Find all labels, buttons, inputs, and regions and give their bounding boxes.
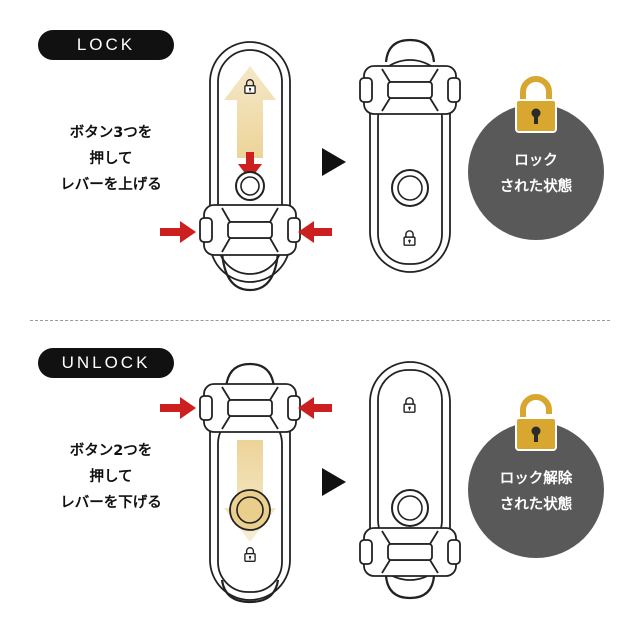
section-divider <box>30 320 610 321</box>
unlock-instruction-line-3: レバーを下げる <box>60 495 162 511</box>
unlock-instruction-line-1: ボタン2つを <box>69 443 153 459</box>
padlock-icon <box>515 76 557 133</box>
lock-instruction-line-1: ボタン3つを <box>69 125 153 141</box>
lock-instruction-line-3: レバーを上げる <box>60 177 162 193</box>
locked-state-line-2: された状態 <box>499 179 573 195</box>
unlock-instructions: ボタン2つを 押して レバーを下げる <box>26 438 196 516</box>
locked-state-line-1: ロック <box>514 153 558 169</box>
down-arrow-icon <box>224 440 276 542</box>
unlocked-state-line-1: ロック解除 <box>499 471 573 487</box>
clamp-block <box>199 204 301 256</box>
lock-instruction-line-2: 押して <box>89 151 133 167</box>
unlocked-state-line-2: された状態 <box>499 497 573 513</box>
lock-title: LOCK <box>76 35 136 54</box>
padlock-icon <box>515 394 557 451</box>
play-triangle-icon <box>322 468 346 496</box>
play-triangle-icon <box>322 148 346 176</box>
unlock-instruction-line-2: 押して <box>89 469 133 485</box>
unlock-device-after <box>359 361 461 600</box>
lock-title-pill: LOCK <box>38 30 174 60</box>
red-arrow-icon <box>160 397 332 419</box>
lock-device-after <box>359 38 461 273</box>
up-arrow-icon <box>224 66 276 158</box>
unlock-title: UNLOCK <box>61 353 151 372</box>
clamp-block <box>199 383 301 433</box>
red-arrow-icon <box>160 221 332 243</box>
lock-instructions: ボタン3つを 押して レバーを上げる <box>26 120 196 198</box>
unlock-title-pill: UNLOCK <box>38 348 174 378</box>
lock-button-ring <box>235 171 265 201</box>
